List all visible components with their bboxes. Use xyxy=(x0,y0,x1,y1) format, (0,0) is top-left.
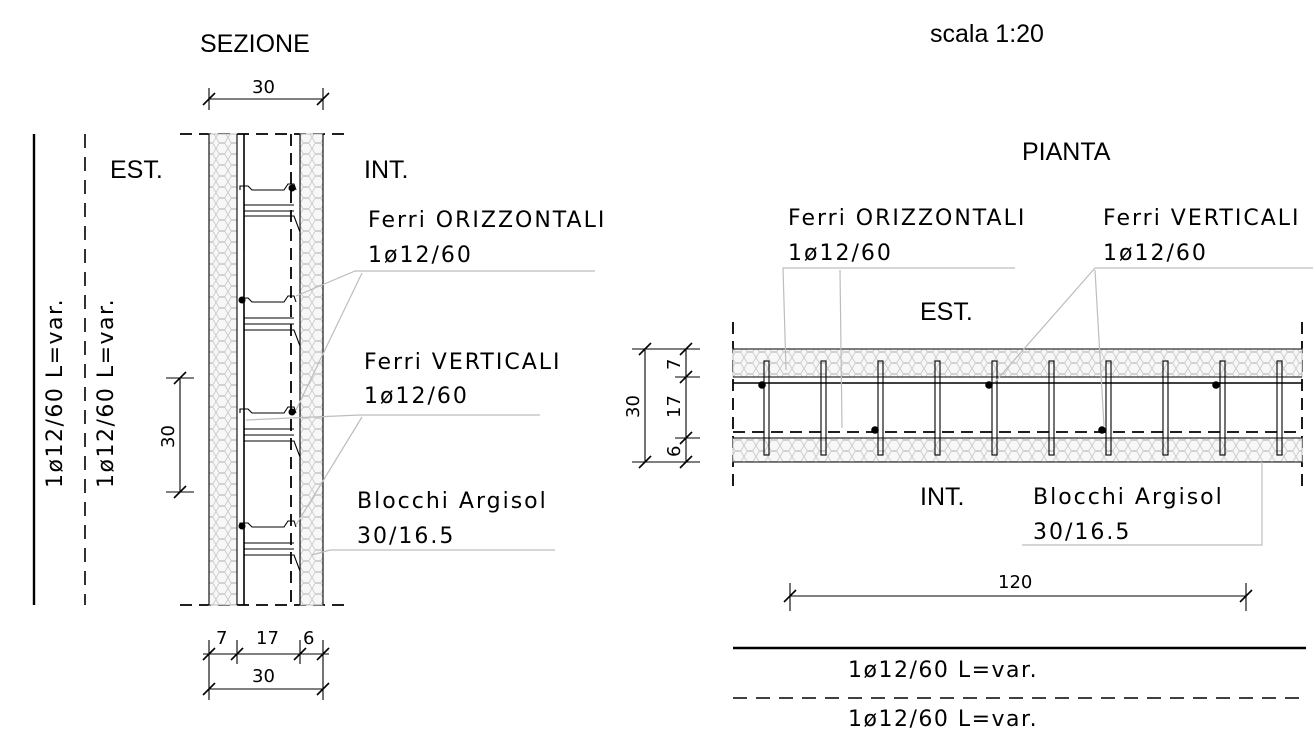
plan-connectors xyxy=(763,360,1283,456)
section-ferri-verticali-spec: 1ø12/60 xyxy=(364,384,469,409)
section-dim-17: 17 xyxy=(256,628,279,649)
plan-ferri-orizzontali-name: Ferri ORIZZONTALI xyxy=(788,206,1026,231)
section-ext-insulation xyxy=(208,133,238,606)
section-ferri-orizzontali-name: Ferri ORIZZONTALI xyxy=(368,208,606,233)
section-connector xyxy=(239,183,301,250)
plan-ferri-orizzontali-spec: 1ø12/60 xyxy=(788,241,893,266)
plan-dim-length: 120 xyxy=(998,572,1032,593)
section-bar-dashed-label: 1ø12/60 L=var. xyxy=(94,298,119,488)
plan-bar-dashed-label: 1ø12/60 L=var. xyxy=(848,707,1038,732)
section-view: 30 30 7 17 6 30 EST. INT. 1ø12/60 L=var.… xyxy=(32,77,606,700)
section-dim-7: 7 xyxy=(216,628,227,649)
section-dim-total: 30 xyxy=(252,666,275,687)
section-blocchi-spec: 30/16.5 xyxy=(357,524,455,549)
plan-ferri-verticali-name: Ferri VERTICALI xyxy=(1103,206,1301,231)
plan-ext-insulation xyxy=(732,348,1303,378)
plan-int-insulation xyxy=(732,437,1303,463)
plan-dim-7: 7 xyxy=(664,359,685,370)
plan-dim-6: 6 xyxy=(664,446,685,457)
plan-bar-solid-label: 1ø12/60 L=var. xyxy=(848,658,1038,683)
section-connector xyxy=(238,295,301,370)
section-dim-top: 30 xyxy=(252,77,275,98)
section-connector xyxy=(239,406,301,480)
section-ferri-orizzontali-spec: 1ø12/60 xyxy=(368,243,473,268)
section-ext-label: EST. xyxy=(110,156,163,184)
plan-blocchi-spec: 30/16.5 xyxy=(1033,520,1131,545)
plan-ferri-verticali-spec: 1ø12/60 xyxy=(1103,241,1208,266)
section-blocchi-name: Blocchi Argisol xyxy=(357,489,548,514)
plan-dim-17: 17 xyxy=(664,395,685,418)
plan-view: 30 7 17 6 120 EST. INT. Ferri ORIZZONTAL… xyxy=(623,206,1313,732)
section-int-insulation xyxy=(299,133,324,606)
section-ferri-verticali-name: Ferri VERTICALI xyxy=(364,350,562,375)
scale-label: scala 1:20 xyxy=(930,20,1044,48)
section-connector xyxy=(238,520,301,600)
plan-int-label: INT. xyxy=(920,483,964,511)
plan-ext-label: EST. xyxy=(920,298,973,326)
plan-vertical-bars xyxy=(758,381,1220,434)
section-title: SEZIONE xyxy=(200,30,310,58)
section-bar-solid-label: 1ø12/60 L=var. xyxy=(43,298,68,488)
section-dim-6: 6 xyxy=(303,628,314,649)
plan-title: PIANTA xyxy=(1022,138,1111,166)
section-dim-height: 30 xyxy=(158,425,179,448)
plan-blocchi-name: Blocchi Argisol xyxy=(1033,485,1224,510)
section-int-label: INT. xyxy=(364,156,408,184)
plan-dim-total: 30 xyxy=(623,395,644,418)
